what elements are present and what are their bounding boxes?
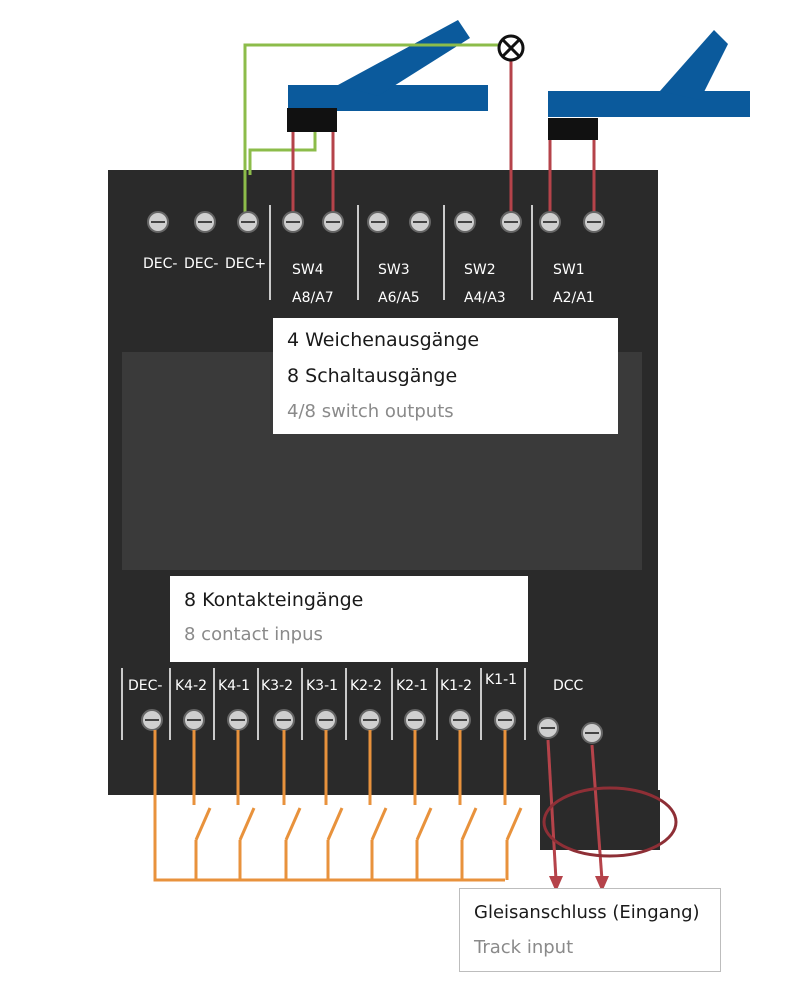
k1-1-label: K1-1 bbox=[485, 672, 517, 688]
track-input-line1: Gleisanschluss (Eingang) bbox=[474, 902, 700, 923]
orange-wires bbox=[153, 730, 507, 882]
k4-1-label: K4-1 bbox=[218, 678, 250, 694]
screw-terminal-icon bbox=[322, 211, 344, 233]
k1-2-label: K1-2 bbox=[440, 678, 472, 694]
sw2-outputs-label: A4/A3 bbox=[464, 290, 506, 306]
turnout-right bbox=[548, 30, 750, 140]
sw4-label: SW4 bbox=[292, 262, 324, 278]
bottom-labels: DEC- K4-2 K4-1 K3-2 K3-1 K2-2 K2-1 K1-2 … bbox=[128, 672, 584, 694]
contact-switch-icon bbox=[194, 807, 523, 880]
sw3-label: SW3 bbox=[378, 262, 410, 278]
switch-outputs-line2: 8 Schaltausgänge bbox=[287, 365, 458, 387]
dcc-wires bbox=[546, 739, 604, 881]
switch-outputs-box: 4 Weichenausgänge 8 Schaltausgänge 4/8 s… bbox=[273, 318, 618, 434]
k4-2-label: K4-2 bbox=[175, 678, 207, 694]
dec-minus-bottom-label: DEC- bbox=[128, 678, 162, 694]
lamp-icon bbox=[497, 34, 525, 62]
turnout-motor-right bbox=[548, 118, 598, 140]
turnout-motor-left bbox=[287, 108, 337, 132]
screw-terminal-icon bbox=[315, 709, 337, 731]
k3-2-label: K3-2 bbox=[261, 678, 293, 694]
green-wire bbox=[243, 43, 498, 218]
screw-terminal-icon bbox=[147, 211, 169, 233]
screw-terminal-icon bbox=[141, 709, 163, 731]
screw-terminal-icon bbox=[237, 211, 259, 233]
screw-terminal-icon bbox=[359, 709, 381, 731]
screw-terminal-icon bbox=[194, 211, 216, 233]
k2-1-label: K2-1 bbox=[396, 678, 428, 694]
contact-inputs-box: 8 Kontakteingänge 8 contact inpus bbox=[170, 576, 528, 662]
screw-terminal-icon bbox=[404, 709, 426, 731]
sw3-outputs-label: A6/A5 bbox=[378, 290, 420, 306]
screw-terminal-icon bbox=[494, 709, 516, 731]
dec-minus-label-1: DEC- bbox=[143, 256, 177, 272]
screw-terminal-icon bbox=[409, 211, 431, 233]
screw-terminal-icon bbox=[583, 211, 605, 233]
k2-2-label: K2-2 bbox=[350, 678, 382, 694]
screw-terminal-icon bbox=[500, 211, 522, 233]
turnout-left bbox=[287, 20, 488, 132]
dec-plus-label: DEC+ bbox=[225, 256, 266, 272]
screw-terminal-icon bbox=[183, 709, 205, 731]
sw4-outputs-label: A8/A7 bbox=[292, 290, 334, 306]
top-labels: DEC- DEC- DEC+ SW4 A8/A7 SW3 A6/A5 SW2 A… bbox=[143, 256, 595, 306]
screw-terminal-icon bbox=[282, 211, 304, 233]
screw-terminal-icon bbox=[367, 211, 389, 233]
sw2-label: SW2 bbox=[464, 262, 496, 278]
decoder-board bbox=[108, 170, 660, 850]
track-input-line2: Track input bbox=[474, 937, 574, 958]
screw-terminal-icon bbox=[273, 709, 295, 731]
top-terminal-row bbox=[147, 211, 605, 233]
switch-outputs-line3: 4/8 switch outputs bbox=[287, 401, 454, 422]
screw-terminal-icon bbox=[581, 722, 603, 744]
sw1-label: SW1 bbox=[553, 262, 585, 278]
bottom-terminal-row bbox=[141, 709, 603, 744]
screw-terminal-icon bbox=[537, 717, 559, 739]
top-dividers bbox=[269, 205, 533, 300]
track-input-box: Gleisanschluss (Eingang) Track input bbox=[459, 888, 721, 972]
k3-1-label: K3-1 bbox=[306, 678, 338, 694]
contact-inputs-line2: 8 contact inpus bbox=[184, 624, 323, 645]
dec-minus-label-2: DEC- bbox=[184, 256, 218, 272]
sw1-outputs-label: A2/A1 bbox=[553, 290, 595, 306]
screw-terminal-icon bbox=[539, 211, 561, 233]
contact-inputs-line1: 8 Kontakteingänge bbox=[184, 589, 364, 611]
screw-terminal-icon bbox=[454, 211, 476, 233]
red-wires-top bbox=[291, 60, 596, 222]
bottom-dividers bbox=[121, 668, 526, 740]
dcc-arrowheads bbox=[549, 876, 609, 892]
dcc-highlight-circle bbox=[542, 786, 678, 858]
dcc-label: DCC bbox=[553, 678, 584, 694]
screw-terminal-icon bbox=[449, 709, 471, 731]
switch-outputs-line1: 4 Weichenausgänge bbox=[287, 329, 480, 351]
screw-terminal-icon bbox=[227, 709, 249, 731]
